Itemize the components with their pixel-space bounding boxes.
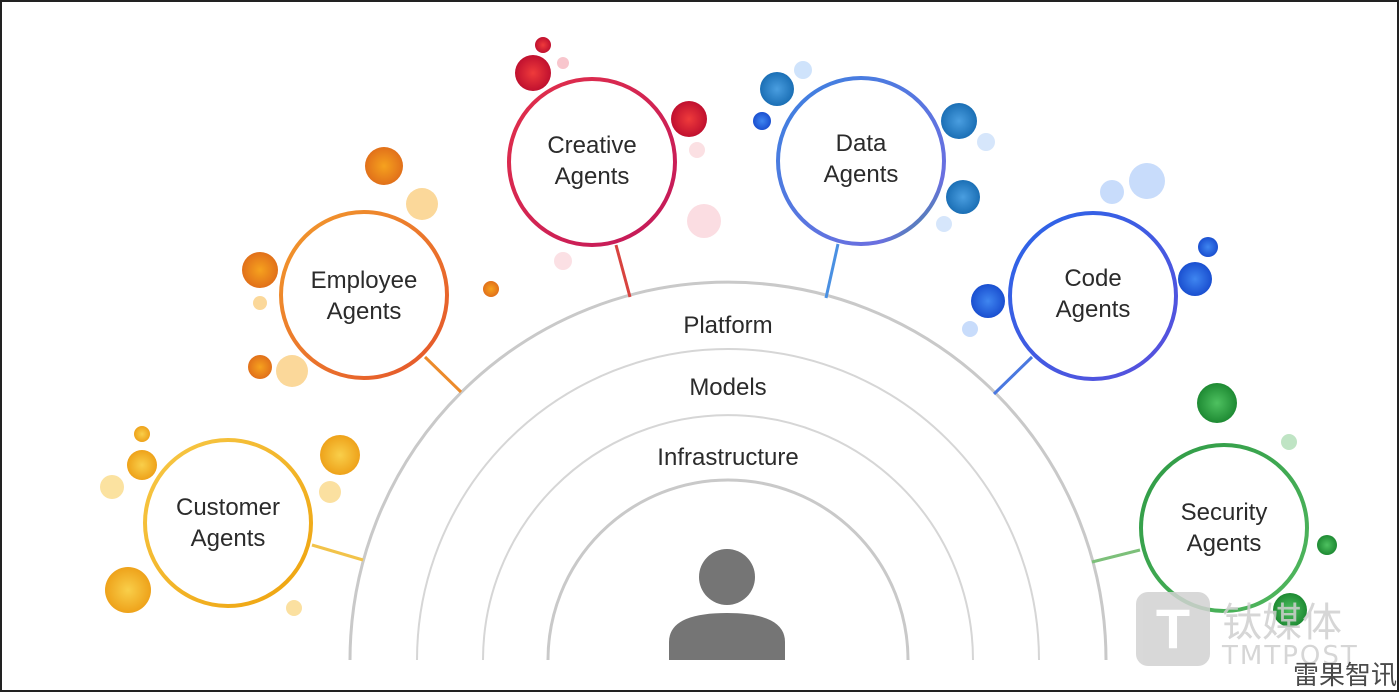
infrastructure-arch <box>482 414 974 661</box>
connectors <box>311 243 1141 564</box>
agent-ring-security <box>1139 443 1309 613</box>
agent-label-creative-line2: Agents <box>555 163 630 190</box>
platform-arch <box>348 280 1108 661</box>
agent-ring-employee <box>279 210 449 380</box>
agent-label-code-line1: Code <box>1064 265 1121 292</box>
agent-label-employee-line2: Agents <box>327 298 402 325</box>
agent-label-customer-line1: Customer <box>176 494 280 521</box>
agent-label-data-line1: Data <box>836 130 887 157</box>
agent-node-customer: Customer Agents <box>143 438 313 608</box>
watermark-logo-letter: T <box>1156 597 1190 660</box>
watermark-en-text: TMTPOST <box>1221 641 1359 671</box>
agent-node-employee: Employee Agents <box>279 210 449 380</box>
agent-label-security-line1: Security <box>1181 499 1268 526</box>
agent-ring-data <box>776 76 946 246</box>
agent-label-customer-line2: Agents <box>191 525 266 552</box>
watermark-cn-text: 钛媒体 <box>1222 600 1342 646</box>
agent-ring-customer <box>143 438 313 608</box>
corner-watermark-text: 雷果智讯 <box>1293 661 1397 691</box>
agent-node-security: Security Agents <box>1139 443 1309 613</box>
agent-label-creative-line1: Creative <box>547 132 636 159</box>
watermark-logo-icon <box>1136 592 1210 666</box>
connector-employee <box>423 355 463 394</box>
agent-node-creative: Creative Agents <box>507 77 677 247</box>
connector-data <box>824 243 840 299</box>
tmtpost-watermark: T 钛媒体 TMTPOST <box>1136 592 1359 671</box>
agent-ring-creative <box>507 77 677 247</box>
agent-label-data-line2: Agents <box>824 161 899 188</box>
core-arch <box>546 478 910 661</box>
person-icon <box>669 549 785 660</box>
agent-ring-code <box>1008 211 1178 381</box>
agent-node-code: Code Agents <box>1008 211 1178 381</box>
layer-label-infrastructure: Infrastructure <box>657 444 798 471</box>
layer-arches <box>348 280 1108 661</box>
agent-label-security-line2: Agents <box>1187 530 1262 557</box>
connector-customer <box>311 543 364 562</box>
agent-node-data: Data Agents <box>776 76 946 246</box>
layer-label-models: Models <box>689 374 766 401</box>
connector-code <box>992 355 1034 396</box>
decorative-bubbles <box>100 37 1337 627</box>
connector-security <box>1091 548 1141 564</box>
agent-label-employee-line1: Employee <box>311 267 418 294</box>
agent-label-code-line2: Agents <box>1056 296 1131 323</box>
layer-label-platform: Platform <box>683 312 772 339</box>
models-arch <box>416 348 1040 661</box>
connector-creative <box>614 244 632 298</box>
